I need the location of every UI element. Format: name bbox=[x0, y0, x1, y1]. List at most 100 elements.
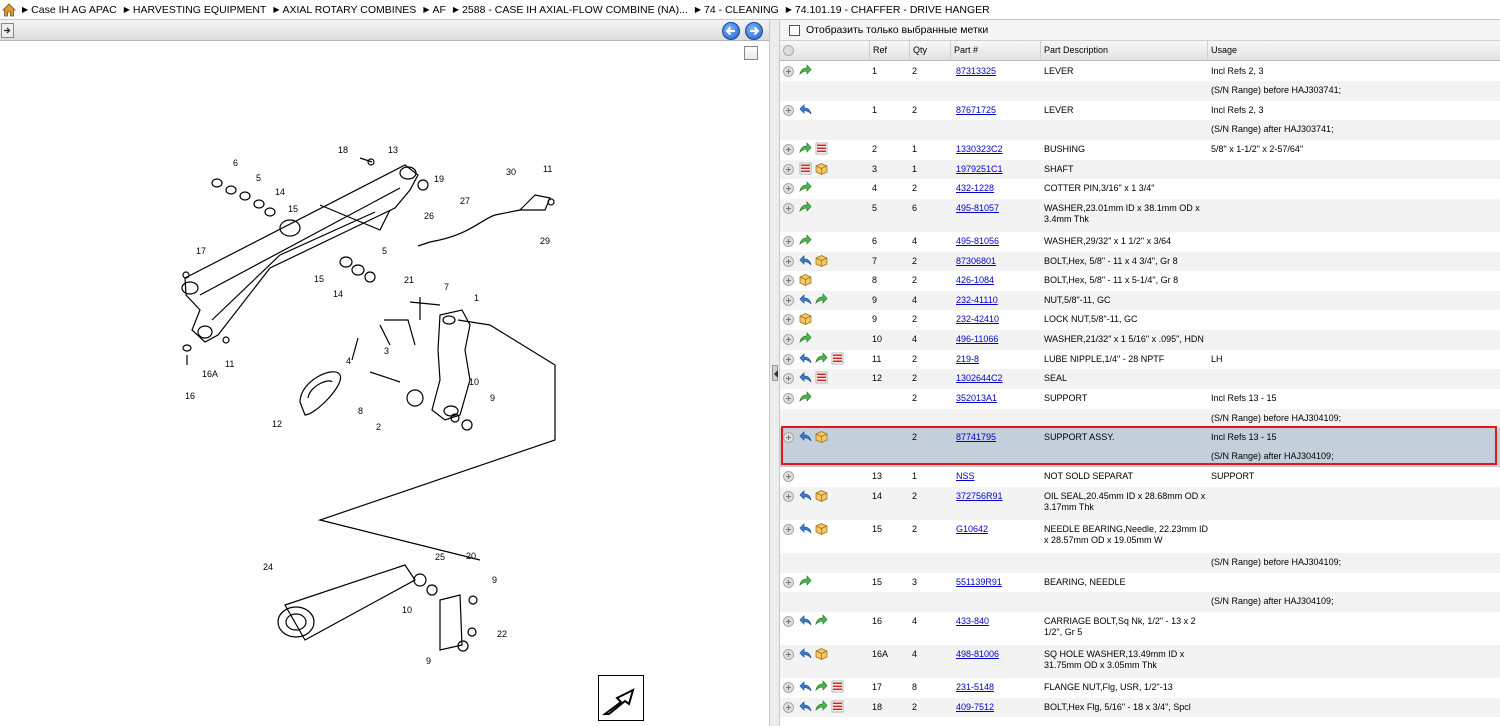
blue-back-arrow-icon[interactable] bbox=[799, 352, 812, 365]
row-expand-icon[interactable] bbox=[783, 373, 794, 384]
callout-label[interactable]: 1 bbox=[474, 293, 479, 303]
part-number-link[interactable]: 432-1228 bbox=[956, 183, 995, 193]
table-row[interactable]: (S/N Range) after HAJ304109; bbox=[780, 592, 1500, 612]
callout-label[interactable]: 9 bbox=[492, 575, 497, 585]
next-page-button[interactable] bbox=[745, 22, 763, 40]
blue-back-arrow-icon[interactable] bbox=[799, 489, 812, 502]
row-expand-icon[interactable] bbox=[783, 144, 794, 155]
blue-back-arrow-icon[interactable] bbox=[799, 700, 812, 713]
part-number-link[interactable]: 232-41110 bbox=[956, 295, 998, 305]
callout-label[interactable]: 16A bbox=[202, 369, 218, 379]
part-number-link[interactable]: 426-1084 bbox=[956, 275, 995, 285]
row-expand-icon[interactable] bbox=[783, 354, 794, 365]
blue-back-arrow-icon[interactable] bbox=[799, 371, 812, 384]
callout-label[interactable]: 13 bbox=[388, 145, 398, 155]
green-forward-arrow-icon[interactable] bbox=[799, 64, 812, 77]
row-expand-icon[interactable] bbox=[783, 256, 794, 267]
package-box-icon[interactable] bbox=[815, 430, 828, 443]
row-expand-icon[interactable] bbox=[783, 183, 794, 194]
breadcrumb-item[interactable]: ▶AXIAL ROTARY COMBINES bbox=[273, 4, 416, 16]
part-number-link[interactable]: 87313325 bbox=[956, 66, 997, 76]
package-box-icon[interactable] bbox=[815, 489, 828, 502]
column-qty[interactable]: Qty bbox=[909, 41, 950, 61]
callout-label[interactable]: 20 bbox=[466, 551, 476, 561]
package-box-icon[interactable] bbox=[799, 273, 812, 286]
collapse-arrow-icon[interactable] bbox=[772, 365, 778, 381]
callout-label[interactable]: 30 bbox=[506, 167, 516, 177]
callout-label[interactable]: 12 bbox=[272, 419, 282, 429]
export-icon[interactable] bbox=[1, 23, 14, 38]
part-number-link[interactable]: 433-840 bbox=[956, 616, 990, 626]
callout-label[interactable]: 19 bbox=[434, 174, 444, 184]
blue-back-arrow-icon[interactable] bbox=[799, 522, 812, 535]
callout-label[interactable]: 5 bbox=[382, 246, 387, 256]
table-row[interactable]: (S/N Range) after HAJ304109; bbox=[780, 447, 1500, 467]
row-expand-icon[interactable] bbox=[783, 105, 794, 116]
table-row[interactable]: (S/N Range) after HAJ303741; bbox=[780, 120, 1500, 140]
breadcrumb-item[interactable]: ▶AF bbox=[423, 4, 446, 16]
blue-back-arrow-icon[interactable] bbox=[799, 293, 812, 306]
table-row[interactable]: (S/N Range) before HAJ303741; bbox=[780, 81, 1500, 101]
red-list-icon[interactable] bbox=[815, 371, 828, 384]
blue-back-arrow-icon[interactable] bbox=[799, 614, 812, 627]
show-selected-only-checkbox[interactable] bbox=[789, 24, 800, 36]
row-expand-icon[interactable] bbox=[783, 295, 794, 306]
green-forward-arrow-icon[interactable] bbox=[799, 142, 812, 155]
callout-label[interactable]: 9 bbox=[426, 656, 431, 666]
blue-back-arrow-icon[interactable] bbox=[799, 680, 812, 693]
part-number-link[interactable]: G10642 bbox=[956, 524, 989, 534]
expand-all-icon[interactable] bbox=[783, 45, 794, 56]
red-list-icon[interactable] bbox=[831, 700, 844, 713]
green-forward-arrow-icon[interactable] bbox=[815, 352, 828, 365]
row-expand-icon[interactable] bbox=[783, 334, 794, 345]
callout-label[interactable]: 17 bbox=[196, 246, 206, 256]
part-number-link[interactable]: 495-81056 bbox=[956, 236, 1000, 246]
row-expand-icon[interactable] bbox=[783, 432, 794, 443]
green-forward-arrow-icon[interactable] bbox=[815, 700, 828, 713]
zoom-diagram-button[interactable] bbox=[598, 675, 644, 721]
part-number-link[interactable]: 232-42410 bbox=[956, 314, 1000, 324]
row-expand-icon[interactable] bbox=[783, 491, 794, 502]
callout-label[interactable]: 14 bbox=[275, 187, 285, 197]
callout-label[interactable]: 26 bbox=[424, 211, 434, 221]
green-forward-arrow-icon[interactable] bbox=[799, 181, 812, 194]
row-expand-icon[interactable] bbox=[783, 616, 794, 627]
callout-label[interactable]: 6 bbox=[233, 158, 238, 168]
callout-label[interactable]: 21 bbox=[404, 275, 414, 285]
callout-label[interactable]: 5 bbox=[256, 173, 261, 183]
expand-all-cell[interactable] bbox=[780, 41, 798, 61]
row-expand-icon[interactable] bbox=[783, 275, 794, 286]
home-icon[interactable] bbox=[2, 2, 16, 17]
row-expand-icon[interactable] bbox=[783, 682, 794, 693]
callout-label[interactable]: 15 bbox=[288, 204, 298, 214]
table-row[interactable]: (S/N Range) before HAJ304109; bbox=[780, 409, 1500, 428]
green-forward-arrow-icon[interactable] bbox=[799, 575, 812, 588]
part-number-link[interactable]: 551139R91 bbox=[956, 577, 1002, 587]
green-forward-arrow-icon[interactable] bbox=[799, 201, 812, 214]
part-number-link[interactable]: 495-81057 bbox=[956, 203, 1000, 213]
callout-label[interactable]: 27 bbox=[460, 196, 470, 206]
green-forward-arrow-icon[interactable] bbox=[815, 680, 828, 693]
callout-label[interactable]: 4 bbox=[346, 356, 351, 366]
column-part-number[interactable]: Part # bbox=[950, 41, 1040, 61]
part-number-link[interactable]: 498-81006 bbox=[956, 649, 1000, 659]
